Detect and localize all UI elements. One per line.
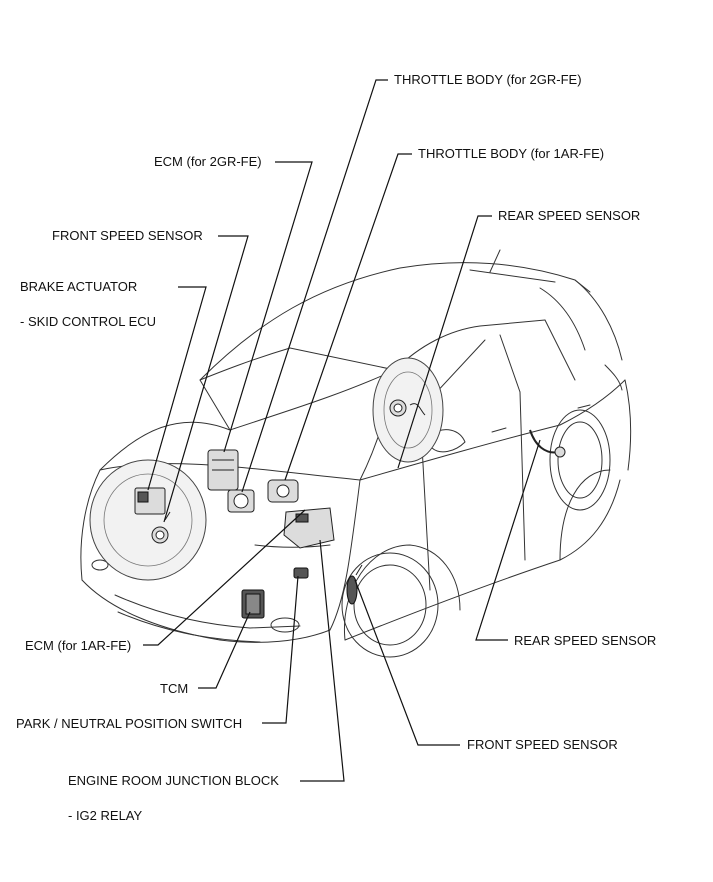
label-rear-speed-sensor-lower: REAR SPEED SENSOR	[514, 633, 657, 648]
brake-actuator-icon	[134, 487, 166, 515]
leader-lines	[143, 79, 541, 782]
label-skid-control-ecu: - SKID CONTROL ECU	[20, 314, 157, 329]
junction-block-icon	[283, 507, 335, 549]
label-ig2-relay: - IG2 RELAY	[68, 808, 143, 823]
speed-sensor-icon	[529, 429, 566, 458]
position-switch-icon	[293, 567, 309, 579]
rear-left-wheel-zone	[372, 357, 444, 463]
speed-sensor-icon	[389, 399, 426, 417]
throttle-body-icon	[227, 489, 255, 513]
tcm-module-icon	[241, 589, 265, 619]
label-throttle-body-1ar: THROTTLE BODY (for 1AR-FE)	[418, 146, 605, 161]
label-front-speed-sensor-upper: FRONT SPEED SENSOR	[52, 228, 203, 243]
label-brake-actuator: BRAKE ACTUATOR	[20, 279, 138, 294]
label-ecm-1ar: ECM (for 1AR-FE)	[25, 638, 132, 653]
speed-sensor-icon	[346, 564, 363, 605]
label-ecm-2gr: ECM (for 2GR-FE)	[154, 154, 262, 169]
label-tcm: TCM	[160, 681, 189, 696]
throttle-body-icon	[267, 479, 299, 503]
front-left-wheel-zone	[89, 459, 207, 581]
ecm-module-icon	[207, 449, 239, 491]
speed-sensor-icon	[151, 511, 171, 544]
label-throttle-body-2gr: THROTTLE BODY (for 2GR-FE)	[394, 72, 582, 87]
label-engine-room-junction-block: ENGINE ROOM JUNCTION BLOCK	[68, 773, 279, 788]
label-front-speed-sensor-lower: FRONT SPEED SENSOR	[467, 737, 618, 752]
label-park-neutral-position-switch: PARK / NEUTRAL POSITION SWITCH	[16, 716, 243, 731]
label-rear-speed-sensor-upper: REAR SPEED SENSOR	[498, 208, 641, 223]
